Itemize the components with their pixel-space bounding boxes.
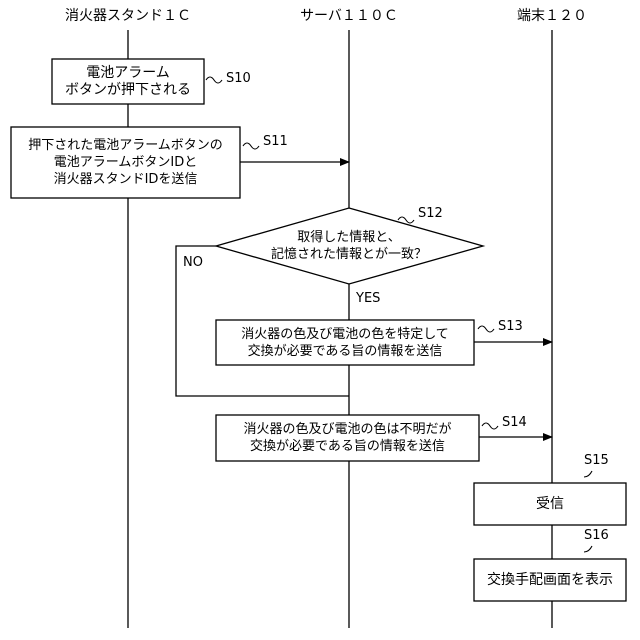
s16-label: S16 xyxy=(584,527,609,544)
s16-text: 交換手配画面を表示 xyxy=(487,572,613,589)
s15-text: 受信 xyxy=(536,496,564,513)
s12-step: 取得した情報と、 記憶された情報とが一致？ xyxy=(236,220,462,272)
s12-label: S12 xyxy=(418,205,443,222)
s15-label: S15 xyxy=(584,452,609,469)
s11-leader xyxy=(243,143,259,149)
s10-label: S10 xyxy=(226,70,251,87)
s10-text: 電池アラーム ボタンが押下される xyxy=(65,65,191,99)
lane-header-server: サーバ１１０Ｃ xyxy=(274,8,424,25)
lane-header-stand: 消火器スタンド１Ｃ xyxy=(53,8,203,25)
s13-label: S13 xyxy=(498,318,523,335)
s14-text: 消火器の色及び電池の色は不明だが 交換が必要である旨の情報を送信 xyxy=(243,421,451,455)
s11-label: S11 xyxy=(263,133,288,150)
s10-leader xyxy=(206,77,222,83)
s13-text: 消火器の色及び電池の色を特定して 交換が必要である旨の情報を送信 xyxy=(241,326,449,360)
yes-branch-label: YES xyxy=(356,290,380,307)
s14-leader xyxy=(482,423,498,429)
s10-step: 電池アラーム ボタンが押下される xyxy=(52,59,204,104)
s12-text: 取得した情報と、 記憶された情報とが一致？ xyxy=(271,229,427,263)
no-branch-label: NO xyxy=(183,254,203,271)
s16-leader xyxy=(584,546,592,552)
s14-label: S14 xyxy=(502,414,527,431)
s15-leader xyxy=(584,471,592,477)
s14-step: 消火器の色及び電池の色は不明だが 交換が必要である旨の情報を送信 xyxy=(216,415,479,461)
s16-step: 交換手配画面を表示 xyxy=(474,559,626,601)
s11-step: 押下された電池アラームボタンの 電池アラームボタンIDと 消火器スタンドIDを送… xyxy=(11,127,240,198)
s13-leader xyxy=(478,326,494,332)
s11-text: 押下された電池アラームボタンの 電池アラームボタンIDと 消火器スタンドIDを送… xyxy=(28,137,223,188)
s15-step: 受信 xyxy=(474,483,626,525)
s13-step: 消火器の色及び電池の色を特定して 交換が必要である旨の情報を送信 xyxy=(216,320,474,365)
lane-header-terminal: 端末１２０ xyxy=(477,8,627,25)
